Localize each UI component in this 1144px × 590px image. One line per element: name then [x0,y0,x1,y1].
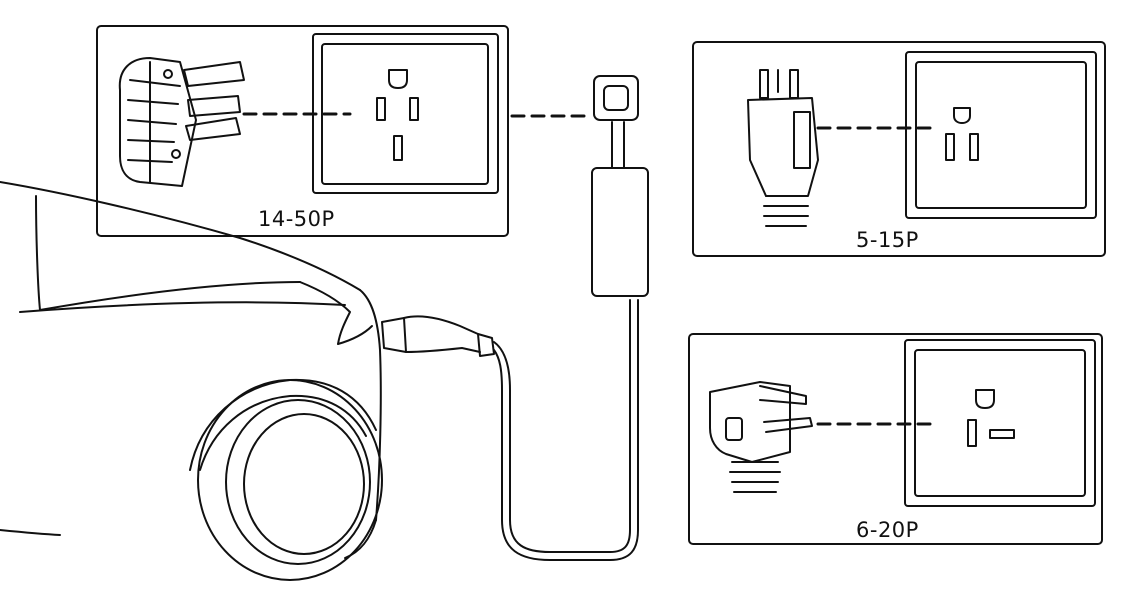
plug-6-20 [709,381,813,493]
control-box [591,167,649,297]
wall-plug-adapter [593,75,639,121]
plug-14-50 [118,57,245,187]
panel-5-15 [692,41,1106,257]
outlet-6-20 [904,339,1096,507]
charge-connector-illustration [381,299,639,561]
label-5-15p: 5-15P [856,228,919,252]
panel-14-50 [96,25,509,237]
plug-5-15 [747,69,819,227]
outlet-14-50 [312,33,499,194]
outlet-5-15 [905,51,1097,219]
panel-6-20 [688,333,1103,545]
label-14-50p: 14-50P [258,207,335,231]
label-6-20p: 6-20P [856,518,919,542]
car-illustration [0,181,383,581]
